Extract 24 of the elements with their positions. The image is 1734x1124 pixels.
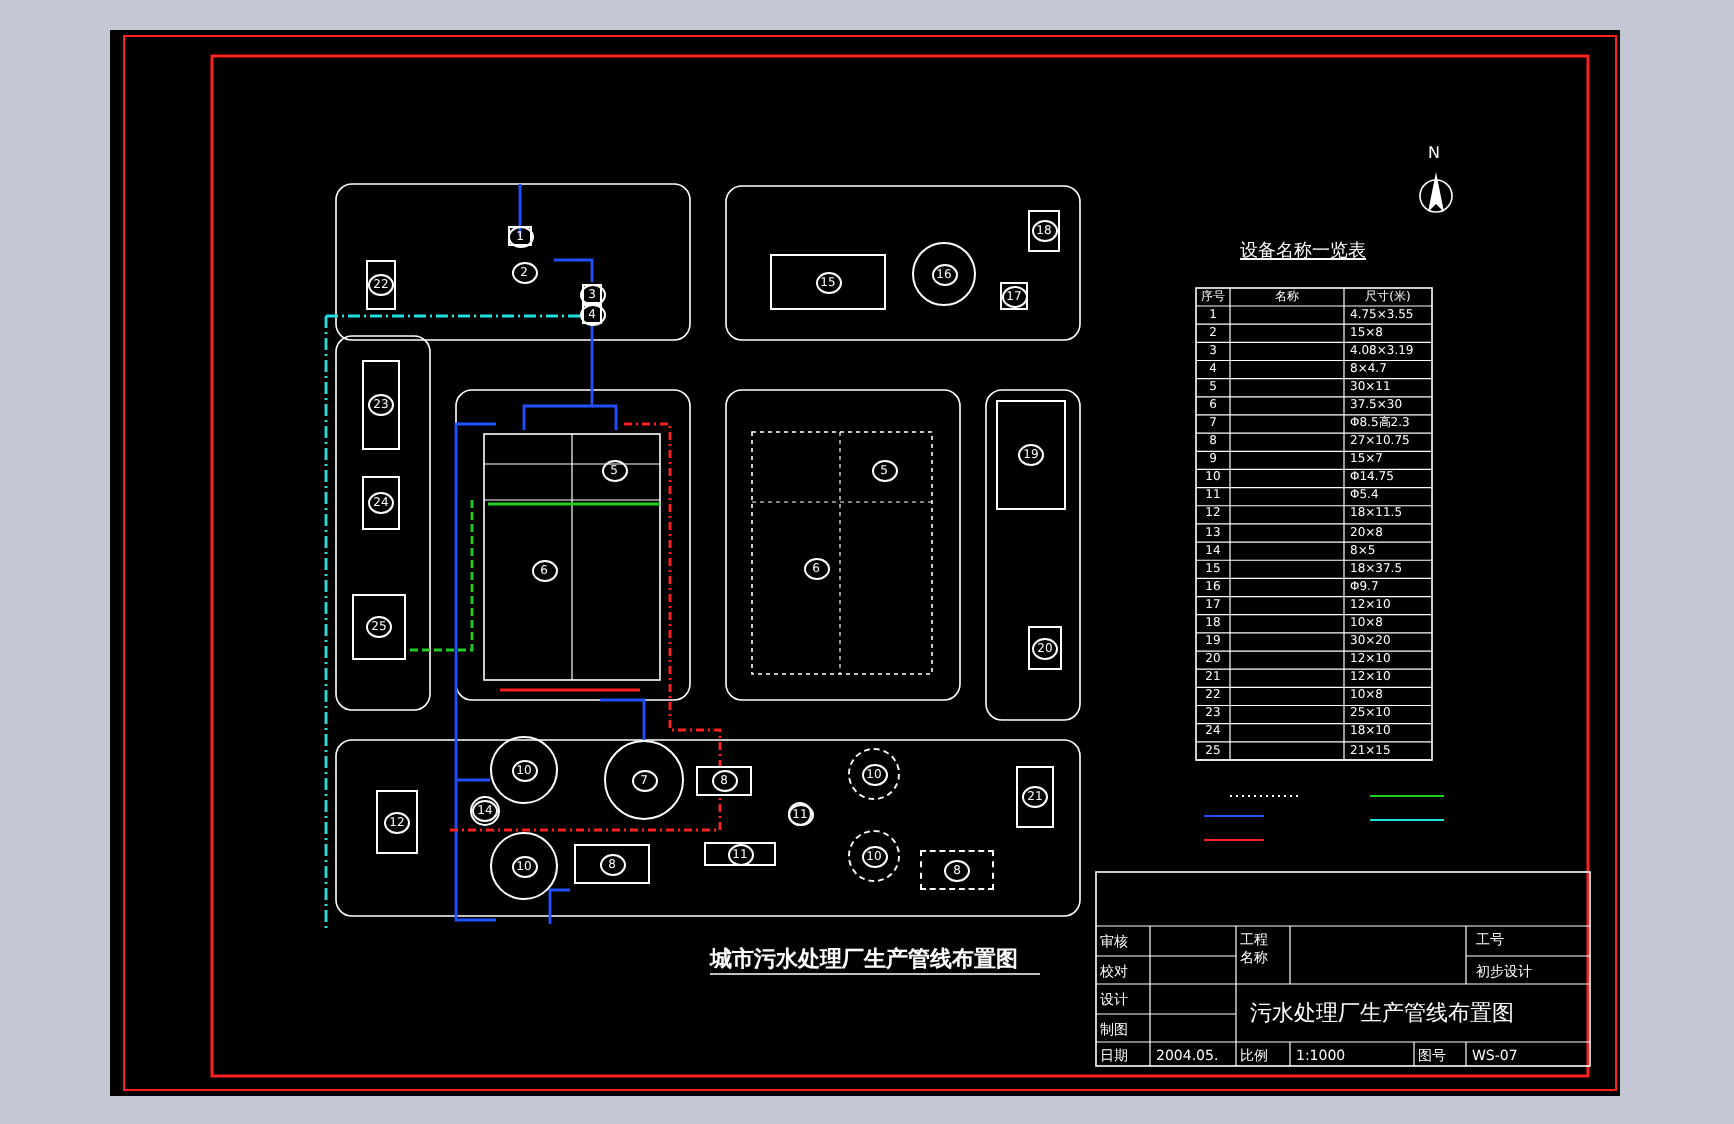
tank-circle	[848, 830, 900, 882]
tank-circle	[490, 736, 558, 804]
building-outline	[1016, 766, 1054, 828]
table-title: 设备名称一览表	[1240, 242, 1366, 264]
building-outline	[574, 844, 650, 884]
building-outline	[1028, 626, 1062, 670]
building-outline	[366, 260, 396, 310]
tank-circle	[848, 748, 900, 800]
building-outline	[1028, 210, 1060, 252]
building-outline	[920, 850, 994, 890]
drawing-title: 城市污水处理厂生产管线布置图	[710, 946, 1018, 972]
north-label: N	[1428, 144, 1440, 164]
building-outline	[352, 594, 406, 660]
tank-circle	[604, 740, 684, 820]
building-outline	[362, 360, 400, 450]
drawing-name: 污水处理厂生产管线布置图	[1250, 1000, 1514, 1026]
building-outline	[704, 842, 776, 866]
building-outline	[696, 766, 752, 796]
building-outline	[996, 400, 1066, 510]
building-outline	[376, 790, 418, 854]
tank-circle	[490, 832, 558, 900]
building-outline	[362, 476, 400, 530]
building-outline	[770, 254, 886, 310]
tank-circle	[912, 242, 976, 306]
